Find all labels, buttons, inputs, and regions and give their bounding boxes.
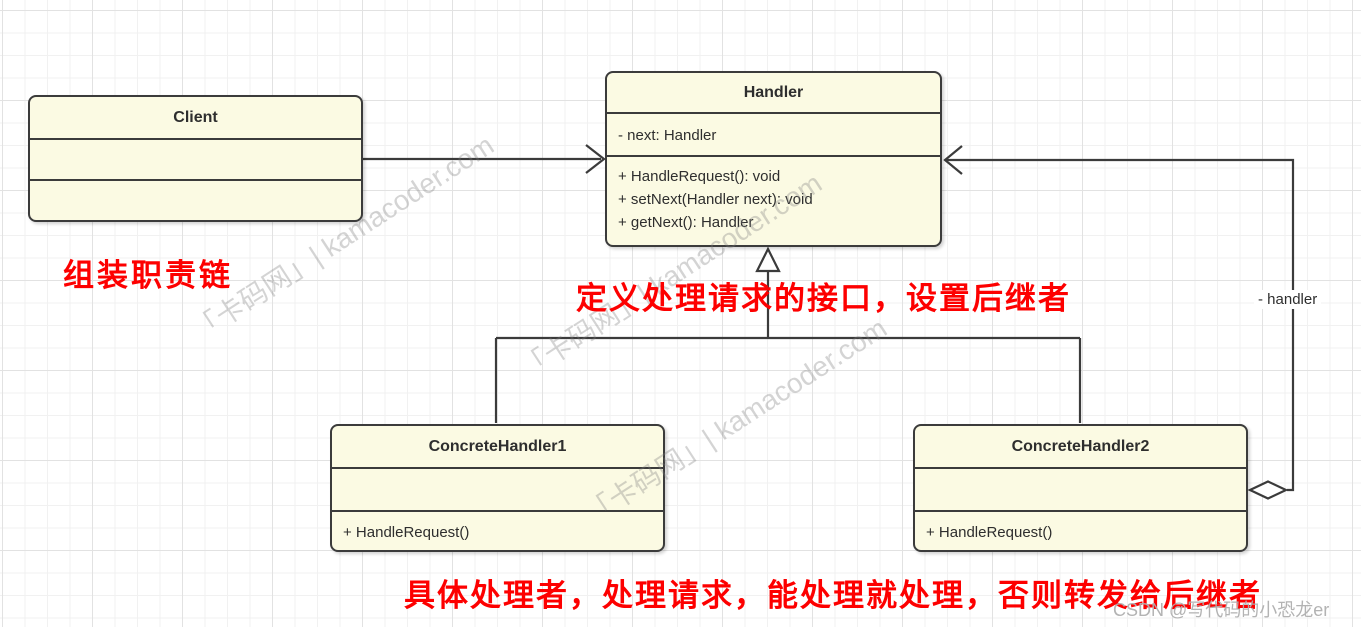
method: + HandleRequest() bbox=[343, 523, 470, 541]
class-box-client: Client bbox=[28, 95, 363, 222]
attributes-compartment bbox=[915, 467, 1246, 510]
method: + getNext(): Handler bbox=[618, 214, 754, 231]
class-box-handler: Handler - next: Handler + HandleRequest(… bbox=[605, 71, 942, 247]
class-name: Client bbox=[173, 108, 218, 126]
open-arrowhead-icon bbox=[585, 144, 606, 174]
annotation-assemble-chain: 组装职责链 bbox=[63, 258, 233, 293]
annotation-concrete-handlers: 具体处理者，处理请求，能处理就处理，否则转发给后继者 bbox=[404, 578, 1262, 613]
attributes-compartment bbox=[30, 138, 361, 179]
method: + HandleRequest() bbox=[926, 523, 1053, 541]
attributes-compartment bbox=[332, 467, 663, 510]
method: + setNext(Handler next): void bbox=[618, 191, 813, 208]
aggregation-role-label: - handler bbox=[1254, 290, 1322, 309]
class-box-concrete-handler-1: ConcreteHandler1 + HandleRequest() bbox=[330, 424, 665, 552]
class-box-concrete-handler-2: ConcreteHandler2 + HandleRequest() bbox=[913, 424, 1248, 552]
class-name: ConcreteHandler1 bbox=[428, 437, 567, 455]
attribute: - next: Handler bbox=[618, 127, 717, 144]
handler-aggregation-edge bbox=[943, 145, 1295, 500]
attributes-compartment: - next: Handler bbox=[607, 112, 940, 155]
open-arrowhead-icon bbox=[943, 145, 963, 175]
client-to-handler-association bbox=[363, 144, 606, 174]
inheritance-edge bbox=[494, 246, 1082, 423]
class-name: ConcreteHandler2 bbox=[1011, 437, 1150, 455]
annotation-handler-interface: 定义处理请求的接口，设置后继者 bbox=[576, 281, 1071, 316]
methods-compartment: + HandleRequest() bbox=[332, 510, 663, 550]
csdn-author-credit: CSDN @写代码的小恐龙er bbox=[1113, 600, 1330, 620]
inheritance-triangle-icon bbox=[755, 246, 781, 273]
methods-compartment: + HandleRequest() bbox=[915, 510, 1246, 550]
method: + HandleRequest(): void bbox=[618, 168, 781, 185]
aggregation-diamond-icon bbox=[1247, 480, 1289, 500]
methods-compartment bbox=[30, 179, 361, 220]
methods-compartment: + HandleRequest(): void + setNext(Handle… bbox=[607, 155, 940, 245]
class-name: Handler bbox=[743, 83, 804, 101]
